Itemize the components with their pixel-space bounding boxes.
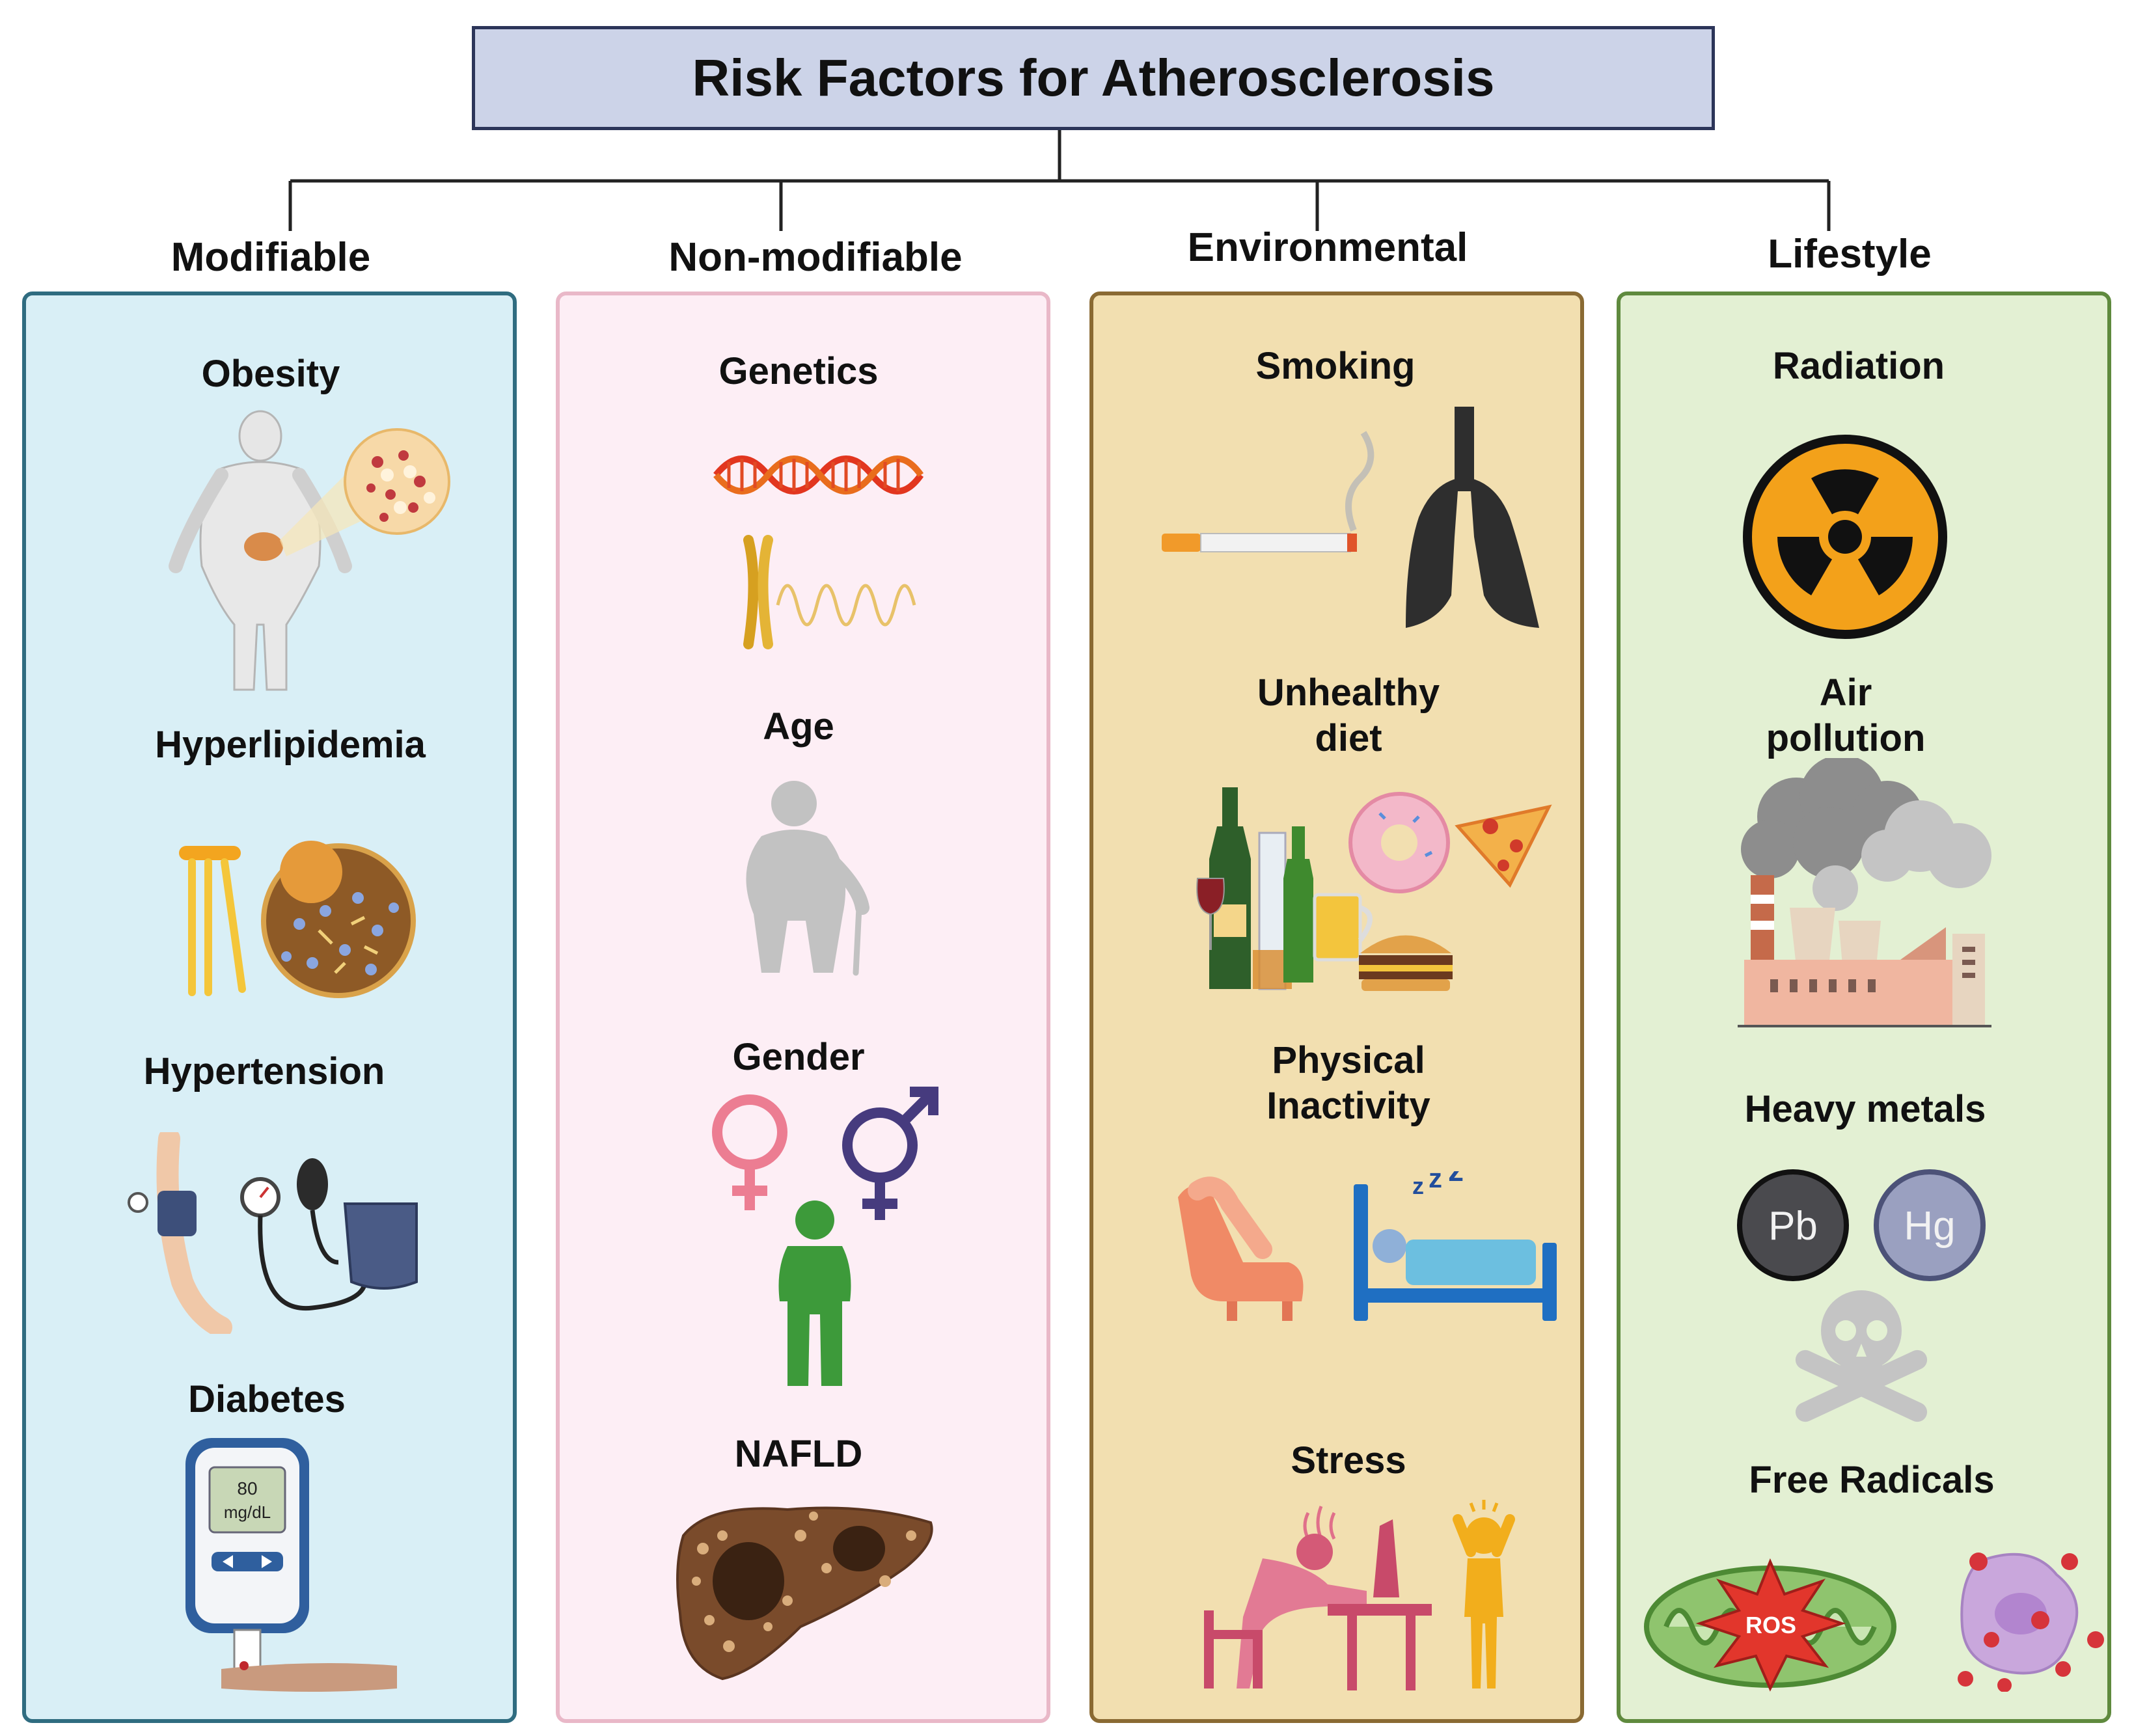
junk-food-alcohol-icon (1191, 787, 1555, 1002)
cigarette-lungs-icon (1158, 407, 1549, 634)
dna-chromosome-icon (713, 449, 940, 657)
svg-text:z: z (1412, 1173, 1424, 1199)
meter-reading: 80 (237, 1478, 257, 1499)
item-hyperlipidemia: Hyperlipidemia (155, 724, 426, 766)
blood-pressure-cuff-icon (124, 1132, 430, 1334)
gender-symbols-icon (703, 1080, 950, 1392)
category-lifestyle: Lifestyle (1768, 232, 1932, 277)
svg-text:z: z (1448, 1171, 1464, 1188)
item-diabetes: Diabetes (188, 1378, 346, 1420)
element-pb: Pb (1768, 1204, 1818, 1249)
category-environmental: Environmental (1187, 225, 1468, 270)
item-stress: Stress (1291, 1439, 1406, 1482)
diagram-title: Risk Factors for Atherosclerosis (692, 49, 1495, 107)
tree-connectors (288, 130, 1831, 231)
item-free-radicals: Free Radicals (1749, 1459, 1995, 1501)
item-unhealthy-diet: Unhealthy diet (1257, 671, 1440, 759)
fatty-liver-icon (670, 1497, 944, 1685)
radiation-hazard-icon (1741, 433, 1949, 641)
factory-smoke-icon (1731, 758, 2004, 1044)
glucose-meter-icon: 80 mg/dL (182, 1435, 404, 1695)
category-modifiable: Modifiable (171, 235, 371, 280)
stressed-person-icon (1197, 1500, 1529, 1695)
elderly-person-cane-icon (729, 778, 885, 979)
item-smoking: Smoking (1255, 345, 1416, 387)
item-hypertension: Hypertension (143, 1050, 385, 1092)
item-nafld: NAFLD (734, 1433, 863, 1475)
item-heavy-metals: Heavy metals (1744, 1088, 1986, 1130)
human-body-fat-cell-icon (156, 410, 456, 696)
phospholipid-lipoprotein-icon (169, 833, 417, 1002)
meter-unit: mg/dL (224, 1502, 271, 1522)
item-physical-inactivity: Physical Inactivity (1266, 1039, 1430, 1127)
recliner-bed-icon: z z z (1171, 1171, 1562, 1324)
item-age: Age (763, 705, 834, 748)
category-non-modifiable: Non-modifiable (668, 235, 963, 280)
item-obesity: Obesity (201, 353, 340, 395)
item-gender: Gender (732, 1036, 865, 1078)
skull-crossbones-icon: Pb Hg (1731, 1168, 1991, 1435)
mitochondria-ros-icon: ROS (1640, 1542, 2109, 1692)
item-genetics: Genetics (718, 350, 879, 392)
diagram-title-box: Risk Factors for Atherosclerosis (472, 26, 1715, 130)
item-air-pollution: Air pollution (1766, 671, 1926, 759)
item-radiation: Radiation (1772, 345, 1945, 387)
panel-non-modifiable (556, 292, 1050, 1723)
element-hg: Hg (1904, 1204, 1955, 1249)
ros-badge: ROS (1745, 1612, 1796, 1638)
svg-text:z: z (1429, 1171, 1442, 1193)
